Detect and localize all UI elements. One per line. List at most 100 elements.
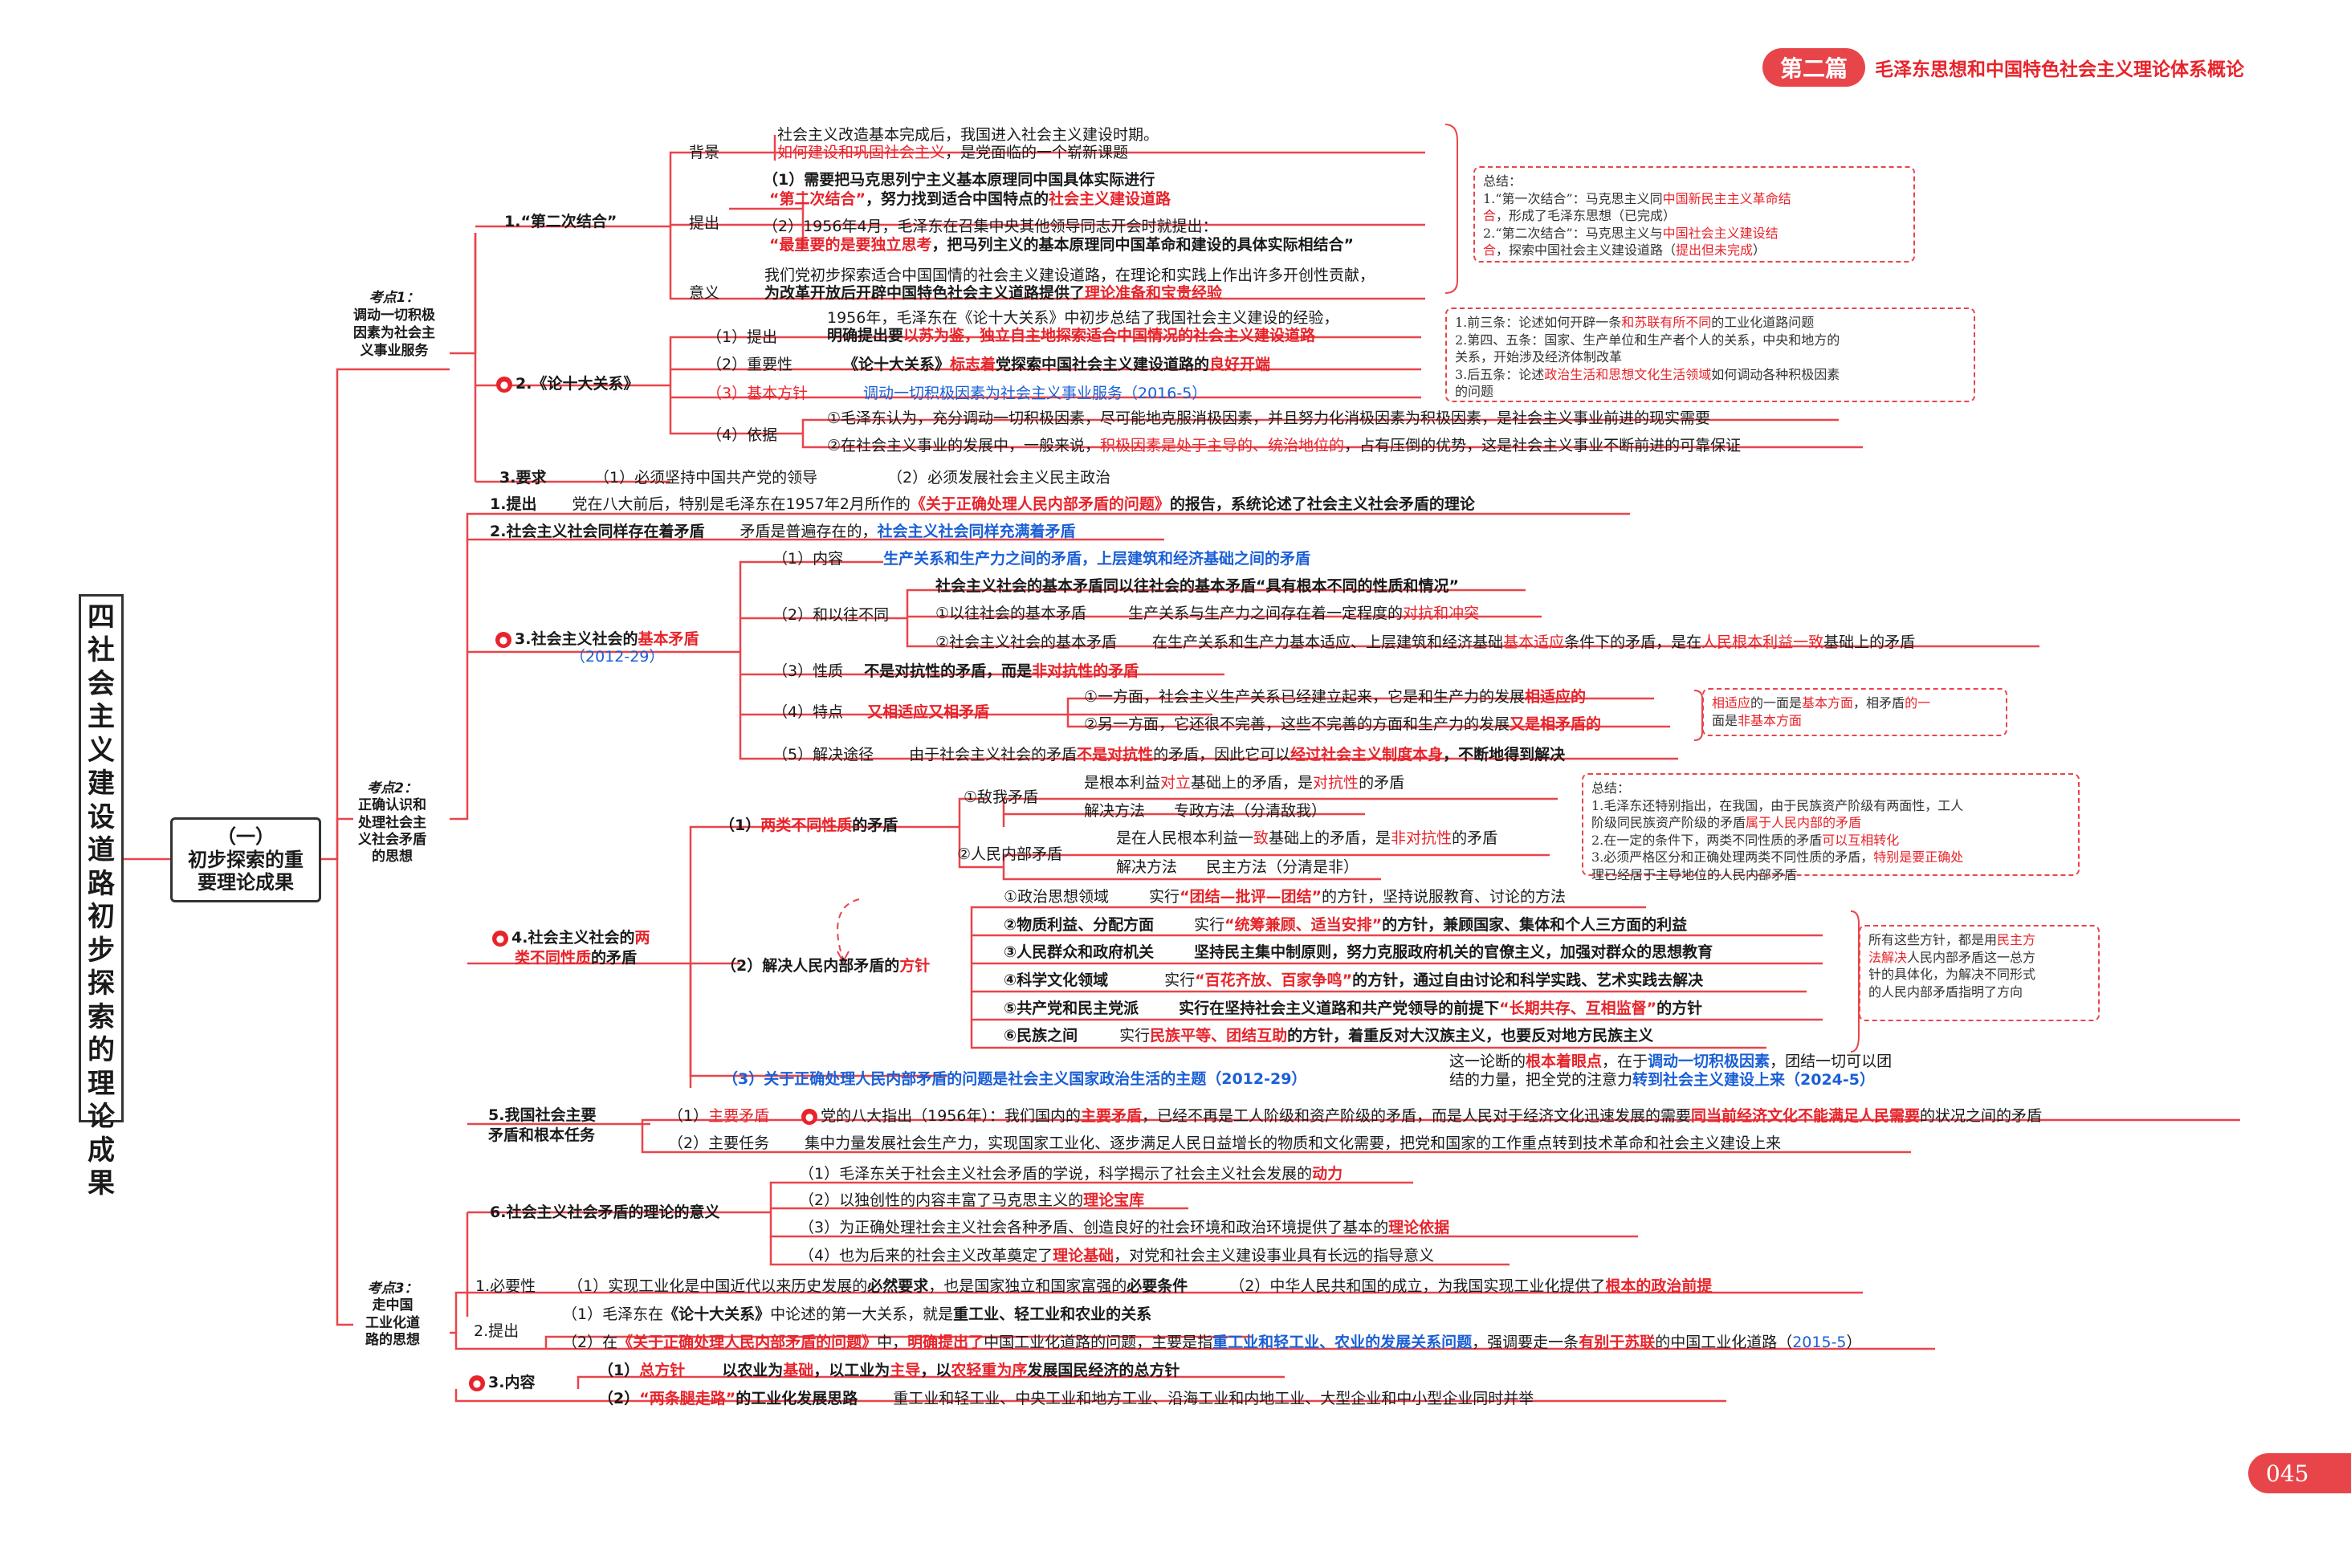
text: ，把马列主义的基本原理同中国革命和建设的具体实际相结合”: [931, 236, 1355, 254]
text-red: 可以互相转化: [1822, 832, 1900, 848]
node-line: 矛盾和根本任务: [488, 1126, 596, 1144]
text: 1.提出: [490, 495, 537, 513]
text: （1）: [598, 1362, 640, 1379]
note-line: 总结：: [1591, 780, 1631, 796]
note-line: 面是非基本方面: [1712, 712, 1998, 730]
theme-of-political-life: （3）关于正确处理人民内部矛盾的问题是社会主义国家政治生活的主题（2012-29…: [723, 1070, 1307, 1088]
theme-desc-1: 这一论断的根本着眼点，在于调动一切积极因素，团结一切可以团: [1449, 1053, 1892, 1071]
kp3-proposal-2: （2）在《关于正确处理人民内部矛盾的问题》中，明确提出了中国工业化道路的问题，主…: [562, 1334, 1862, 1352]
text: 《论十大关系》: [663, 1305, 771, 1323]
note-line: 法解决人民内部矛盾这一总方: [1868, 949, 2090, 967]
background-line-2: 如何建设和巩固社会主义，是党面临的一个崭新课题: [777, 144, 1129, 162]
key-point-line: 路的思想: [365, 1331, 420, 1348]
text: 这一论断的: [1449, 1053, 1526, 1070]
text-red: 属于人民内部的矛盾: [1746, 815, 1862, 831]
node-requirements: 3.要求: [499, 469, 547, 487]
label-content: （1）内容: [772, 550, 844, 568]
text-red: 积极因素是处于主导的、统治地位的: [1100, 437, 1345, 454]
text: 条件下的矛盾，是在: [1564, 633, 1702, 651]
text-red: 主导: [890, 1362, 921, 1379]
key-point-1: 考点1： 调动一切积极 因素为社会主 义事业服务: [353, 289, 435, 360]
policy-science: ④科学文化领域实行“百花齐放、百家争鸣”的方针，通过自由讨论和科学实践、艺术实践…: [1004, 971, 1704, 990]
text-blue: 重工业和轻工业、农业的发展关系问题: [1212, 1334, 1473, 1351]
policy-ethnic: ⑥民族之间实行民族平等、团结互助的方针，着重反对大汉族主义，也要反对地方民族主义: [1004, 1027, 1653, 1045]
text-red: 提出但未完成: [1676, 242, 1754, 259]
text: 的方针，坚持说服教育、讨论的方法: [1322, 888, 1567, 906]
requirement-1: （1）必须坚持中国共产党的领导: [594, 469, 818, 487]
text: ①政治思想领域: [1004, 888, 1110, 906]
proposal-2-line-2: “最重要的是要独立思考，把马列主义的基本原理同中国革命和建设的具体实际相结合”: [769, 236, 1355, 255]
kp3-content-label: ●3.内容: [469, 1374, 535, 1392]
policy-government: ③人民群众和政府机关坚持民主集中制原则，努力克服政府机关的官僚主义，加强对群众的…: [1004, 943, 1713, 962]
note-line: 2.在一定的条件下，两类不同性质的矛盾可以互相转化: [1591, 832, 2070, 849]
basis-2: ②在社会主义事业的发展中，一般来说，积极因素是处于主导的、统治地位的，占有压倒的…: [827, 437, 1741, 455]
note-line: 1.毛泽东还特别指出，在我国，由于民族资产阶级有两面性，工人: [1591, 797, 1964, 813]
text: 的方针，通过自由讨论和科学实践、艺术实践去解决: [1352, 971, 1704, 989]
text: 的中国工业化道路（: [1655, 1334, 1793, 1351]
text-red: 政治生活和思想文化生活领域: [1544, 366, 1712, 382]
node-theory-significance: 6.社会主义社会矛盾的理论的意义: [490, 1203, 720, 1221]
text: 如何调动各种积极因素: [1711, 366, 1840, 382]
significance-line-1: 我们党初步探索适合中国国情的社会主义建设道路，在理论和实践上作出许多开创性贡献，: [764, 267, 1375, 284]
kp2-item-1: 1.提出党在八大前后，特别是毛泽东在1957年2月所作的《关于正确处理人民内部矛…: [490, 495, 1475, 514]
label-features: （4）特点又相适应又相矛盾: [772, 703, 989, 722]
page-number: 045: [2248, 1453, 2351, 1493]
text: （2）主要任务: [668, 1134, 770, 1152]
text: 矛盾是普遍存在的，: [740, 523, 878, 540]
note-summary-1: 总结： 1.“第一次结合”：马克思主义同中国新民主主义革命结 合，形成了毛泽东思…: [1473, 166, 1915, 263]
node-two-types-line: 类不同性质的矛盾: [492, 948, 650, 968]
text-red: “两条腿走路”: [639, 1390, 736, 1407]
text: 3.必须严格区分和正确处理两类不同性质的矛盾，: [1591, 849, 1874, 865]
text-red: “百花齐放、百家争鸣”: [1195, 971, 1353, 989]
text-red: 非对抗性: [1391, 829, 1453, 847]
text: （2）以独创性的内容丰富了马克思主义的: [799, 1191, 1084, 1209]
text: ，以工业为: [813, 1362, 890, 1379]
text: ②物质利益、分配方面: [1004, 916, 1155, 934]
text: ，探索中国社会主义建设道路（: [1496, 242, 1677, 259]
key-point-line: 正确认识和: [358, 797, 426, 814]
text: 解决方法: [1116, 858, 1178, 876]
text: 的一面是: [1750, 695, 1803, 711]
text: （2）解决人民内部矛盾的: [721, 957, 900, 975]
text-red: 经过社会主义制度本身: [1290, 746, 1444, 764]
text: 重工业、轻工业和农业的关系: [953, 1305, 1152, 1323]
text-red: “最重要的是要独立思考: [769, 236, 932, 254]
text: 实行: [1164, 971, 1196, 989]
text: 的矛盾: [1452, 829, 1498, 847]
significance-3: （3）为正确处理社会主义社会各种矛盾、创造良好的社会环境和政治环境提供了基本的理…: [799, 1219, 1449, 1237]
text-red: 法解决: [1868, 949, 1908, 965]
text: 实行: [1149, 888, 1180, 906]
key-point-line: 处理社会主: [358, 814, 426, 831]
text: ，在于: [1602, 1053, 1648, 1070]
node-ten-relations: ●2.《论十大关系》: [496, 375, 638, 393]
text: （3）性质: [772, 662, 844, 680]
node-line: 5.我国社会主要: [488, 1106, 597, 1124]
text-red: 有别于苏联: [1579, 1334, 1656, 1351]
text: 实行: [1194, 916, 1225, 934]
text: 的报告，系统论述了社会主义社会矛盾的理论: [1169, 495, 1475, 513]
kp3-content-1: （1）总方针以农业为基础，以工业为主导，以农轻重为序发展国民经济的总方针: [598, 1362, 1180, 1380]
text-red: 中国社会主义建设结: [1662, 225, 1779, 241]
text: （2）中华人民共和国的成立，为我国实现工业化提供了: [1229, 1277, 1606, 1295]
title-char: 果: [88, 1167, 115, 1199]
text: 坚持民主集中制原则，努力克服政府机关的官僚主义，加强对群众的思想教育: [1194, 943, 1713, 961]
title-char: 理: [88, 1067, 115, 1100]
text-red: “长期共存、互相监督”: [1499, 1000, 1657, 1017]
kp3-necessity: 1.必要性（1）实现工业化是中国近代以来历史发展的必然要求，也是国家独立和国家富…: [475, 1277, 1712, 1296]
note-line: 理已经居于主导地位的人民内部矛盾: [1591, 866, 1798, 882]
text: 的方针: [1656, 1000, 1703, 1017]
significance-1: （1）毛泽东关于社会主义社会矛盾的学说，科学揭示了社会主义社会发展的动力: [799, 1165, 1343, 1183]
note-line: 相适应的一面是基本方面，相矛盾的一: [1712, 694, 1998, 712]
text: ⑤共产党和民主党派: [1004, 1000, 1139, 1017]
kp3-proposal-1: （1）毛泽东在《论十大关系》中论述的第一大关系，就是重工业、轻工业和农业的关系: [562, 1305, 1152, 1324]
text-red: 合: [1483, 242, 1497, 259]
text: 由于社会主义社会的矛盾: [909, 746, 1078, 764]
text: ，是党面临的一个崭新课题: [945, 144, 1129, 161]
text-red: 农轻重为序: [951, 1362, 1028, 1379]
label-nature: （3）性质不是对抗性的矛盾，而是非对抗性的矛盾: [772, 662, 1139, 681]
text-red: 标志着: [950, 356, 996, 373]
label-different: （2）和以往不同: [772, 606, 890, 624]
text-red: 良好开端: [1209, 356, 1271, 373]
enemy-method: 解决方法专政方法（分清敌我）: [1084, 802, 1326, 821]
note-line: 2.“第二次结合”：马克思主义与中国社会主义建设结: [1483, 225, 1905, 242]
